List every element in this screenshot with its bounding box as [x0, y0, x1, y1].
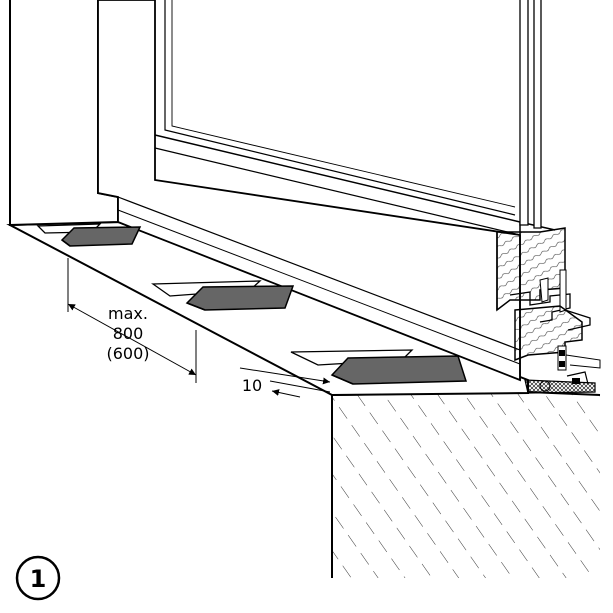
frame-profile-section — [496, 0, 601, 394]
offset-dimension — [239, 367, 331, 398]
spacing-dimension — [67, 258, 197, 383]
window-frame — [9, 0, 556, 382]
wedge-group-2 — [151, 280, 295, 311]
label-offset: 10 — [242, 376, 262, 395]
label-spacing-alt: (600) — [106, 344, 149, 363]
label-spacing: 800 — [113, 324, 144, 343]
figure-number: 1 — [30, 565, 47, 593]
label-max: max. — [108, 304, 148, 323]
wedge-group-3 — [290, 349, 468, 385]
figure-number-badge: 1 — [15, 555, 61, 601]
wall-block — [331, 390, 601, 578]
wedge-group-1 — [36, 223, 142, 247]
